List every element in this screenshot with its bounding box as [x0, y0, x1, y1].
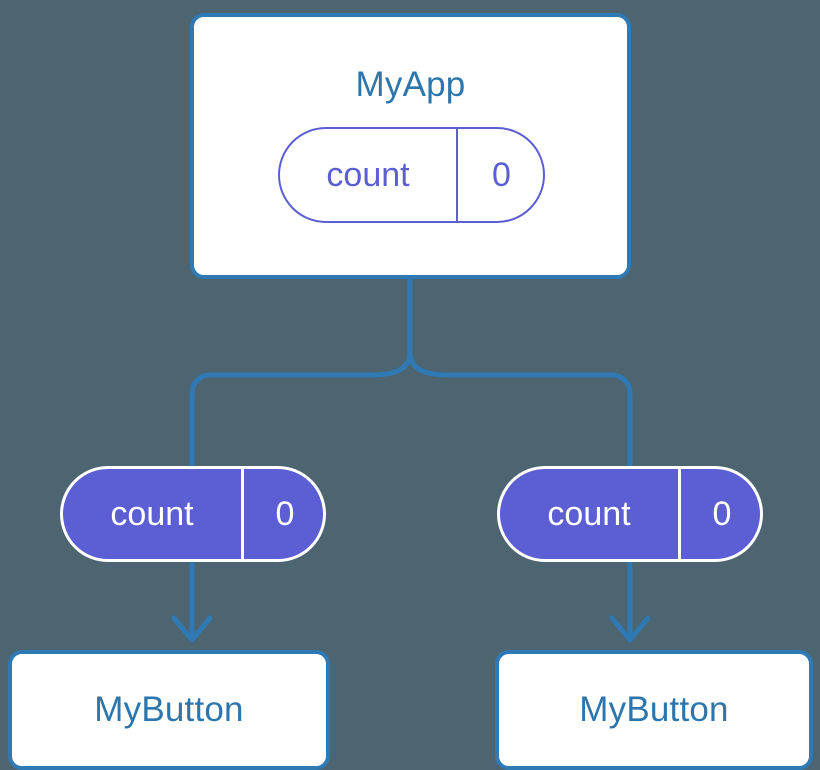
component-title-mybutton-left: MyButton [94, 690, 244, 729]
state-pill-value: 0 [456, 129, 543, 221]
component-box-myapp[interactable]: MyApp [190, 13, 631, 279]
prop-pill-right-key: count [547, 494, 631, 533]
prop-pill-right[interactable]: count 0 [497, 466, 763, 562]
state-to-props-fork-left-branch [189, 349, 413, 473]
prop-pill-right-value: 0 [678, 469, 760, 559]
component-box-mybutton-right[interactable]: MyButton [495, 650, 813, 770]
prop-pill-left-key: count [110, 494, 194, 533]
component-title-myapp: MyApp [355, 65, 466, 104]
props-arrow-right-head [609, 615, 651, 643]
state-to-props-fork [407, 276, 633, 473]
state-pill-key: count [326, 155, 410, 194]
state-pill-myapp[interactable]: count 0 [278, 127, 545, 223]
prop-pill-left[interactable]: count 0 [60, 466, 326, 562]
props-arrow-left-head [171, 615, 213, 643]
prop-pill-left-value: 0 [241, 469, 323, 559]
component-box-mybutton-left[interactable]: MyButton [8, 650, 330, 770]
component-title-mybutton-right: MyButton [579, 690, 729, 729]
